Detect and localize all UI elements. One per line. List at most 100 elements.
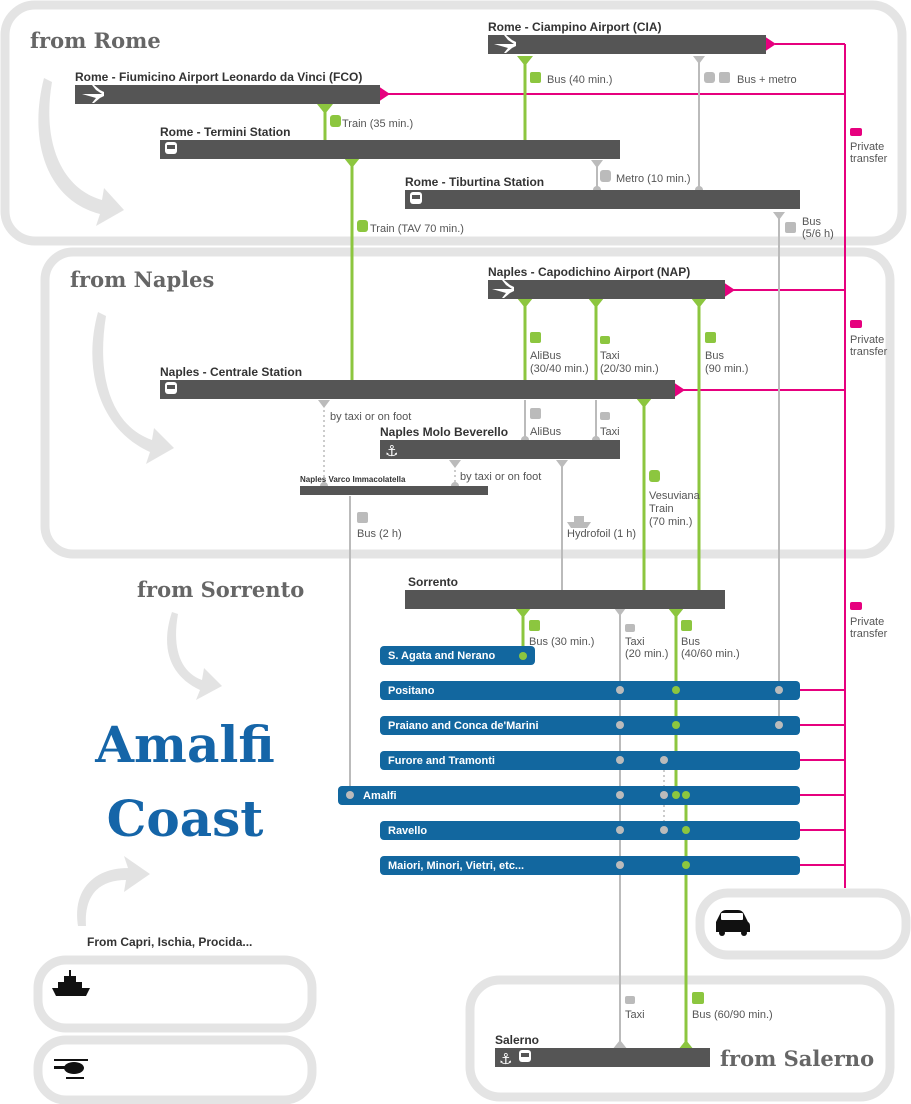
route-label-sor-bus2-1: Bus: [681, 636, 700, 648]
station-beverello-label: Naples Molo Beverello: [380, 425, 508, 439]
station-termini[interactable]: Rome - Termini Station: [160, 125, 620, 159]
station-sorrento[interactable]: Sorrento: [405, 575, 725, 609]
destination-label: Furore and Tramonti: [388, 755, 495, 767]
destination-ravello[interactable]: Ravello: [380, 821, 800, 840]
bus-icon: [785, 222, 796, 233]
helicopter-icon: [54, 1059, 88, 1079]
route-label-by-taxi-foot-2: by taxi or on foot: [460, 471, 541, 483]
route-label-alibus-1: AliBus: [530, 350, 562, 362]
helicopter-panel: [33, 1035, 317, 1104]
anchor-icon: ⚓: [499, 1050, 512, 1068]
bus-icon: [681, 620, 692, 631]
sorrento-region-title: from Sorrento: [137, 577, 304, 602]
route-label-sal-taxi: Taxi: [625, 1009, 645, 1021]
taxi-icon: [625, 624, 635, 632]
station-varco-label: Naples Varco Immacolatella: [300, 475, 406, 484]
route-label-taxi-short: Taxi: [600, 426, 620, 438]
destination-label: Ravello: [388, 825, 427, 837]
route-label-cia-metro: Bus + metro: [737, 74, 797, 86]
coast-title-line2: Coast: [107, 789, 264, 848]
bus-icon: [692, 992, 704, 1004]
station-fco[interactable]: Rome - Fiumicino Airport Leonardo da Vin…: [75, 70, 380, 104]
metro-icon: [704, 72, 715, 83]
taxi-icon: [625, 996, 635, 1004]
destination-maiori[interactable]: Maiori, Minori, Vietri, etc...: [380, 856, 800, 875]
route-label-vesu-2: Train: [649, 503, 674, 515]
route-label-taxi-2: (20/30 min.): [600, 363, 659, 375]
route-label-sor-taxi-1: Taxi: [625, 636, 645, 648]
sorrento-arrow-icon: [167, 612, 222, 700]
destination-positano[interactable]: Positano: [380, 681, 800, 700]
salerno-region-panel: [465, 975, 895, 1102]
route-label-fco-train: Train (35 min.): [342, 118, 413, 130]
route-label-tib-bus-1: Bus: [802, 216, 821, 228]
islands-label: From Capri, Ischia, Procida...: [87, 935, 252, 949]
ferry-panel: [33, 955, 317, 1033]
route-label-metro: Metro (10 min.): [616, 173, 691, 185]
station-fco-label: Rome - Fiumicino Airport Leonardo da Vin…: [75, 70, 362, 84]
destination-praiano[interactable]: Praiano and Conca de'Marini: [380, 716, 800, 735]
station-tiburtina[interactable]: Rome - Tiburtina Station: [405, 175, 800, 209]
bus-icon: [719, 72, 730, 83]
metro-icon: [600, 170, 611, 182]
station-sorrento-label: Sorrento: [408, 575, 458, 589]
islands-arrow-icon: [77, 856, 150, 926]
route-labels: Bus (40 min.) Bus + metro Train (35 min.…: [330, 72, 888, 1021]
bus-icon: [530, 408, 541, 419]
station-varco[interactable]: Naples Varco Immacolatella: [300, 475, 488, 495]
taxi-icon: [600, 412, 610, 420]
bus-icon: [705, 332, 716, 343]
route-label-nap-bus-2: (90 min.): [705, 363, 748, 375]
station-centrale-label: Naples - Centrale Station: [160, 365, 302, 379]
station-nap[interactable]: Naples - Capodichino Airport (NAP): [488, 265, 725, 299]
route-label-private-1: Private: [850, 141, 884, 153]
train-icon: [649, 470, 660, 482]
salerno-region-title: from Salerno: [720, 1046, 874, 1071]
station-centrale[interactable]: Naples - Centrale Station: [160, 365, 675, 399]
rome-region-title: from Rome: [30, 28, 161, 53]
destination-sagata[interactable]: S. Agata and Nerano: [380, 646, 535, 665]
route-label-taxi-1: Taxi: [600, 350, 620, 362]
rome-arrow-icon: [38, 78, 125, 226]
route-label-sor-bus2-2: (40/60 min.): [681, 648, 740, 660]
destination-label: S. Agata and Nerano: [388, 650, 495, 662]
station-tiburtina-label: Rome - Tiburtina Station: [405, 175, 544, 189]
naples-arrow-icon: [92, 312, 174, 464]
station-cia[interactable]: Rome - Ciampino Airport (CIA): [488, 20, 766, 54]
anchor-icon: ⚓: [385, 442, 398, 460]
route-label-varco-bus: Bus (2 h): [357, 528, 402, 540]
station-salerno-label: Salerno: [495, 1033, 539, 1047]
train-icon: [357, 220, 368, 232]
destination-amalfi[interactable]: Amalfi: [338, 786, 800, 805]
route-label-private-1: Private: [850, 616, 884, 628]
rome-region-panel: [0, 0, 907, 246]
route-label-alibus-short: AliBus: [530, 426, 562, 438]
bus-icon: [530, 332, 541, 343]
station-beverello[interactable]: ⚓ Naples Molo Beverello: [380, 425, 620, 460]
route-label-by-taxi-foot: by taxi or on foot: [330, 411, 411, 423]
naples-region-panel: [40, 247, 895, 559]
hydrofoil-icon: [567, 516, 591, 528]
route-label-tib-bus-2: (5/6 h): [802, 228, 834, 240]
station-nap-label: Naples - Capodichino Airport (NAP): [488, 265, 690, 279]
destination-label: Praiano and Conca de'Marini: [388, 720, 539, 732]
train-icon: [330, 115, 341, 127]
destination-furore[interactable]: Furore and Tramonti: [380, 751, 800, 770]
route-label-alibus-2: (30/40 min.): [530, 363, 589, 375]
destination-label: Amalfi: [363, 790, 397, 802]
bus-icon: [529, 620, 540, 631]
route-label-sal-bus: Bus (60/90 min.): [692, 1009, 773, 1021]
car-icon: [716, 910, 750, 936]
route-label-tav: Train (TAV 70 min.): [370, 223, 464, 235]
station-termini-label: Rome - Termini Station: [160, 125, 290, 139]
private-transfer-routes: [378, 36, 846, 888]
airplane-icon: [492, 280, 514, 298]
station-salerno[interactable]: ⚓ Salerno: [495, 1033, 710, 1068]
route-label-private-2: transfer: [850, 153, 888, 165]
route-label-vesu-1: Vesuviana: [649, 490, 701, 502]
route-label-private-2: transfer: [850, 346, 888, 358]
destination-list: S. Agata and Nerano Positano Praiano and…: [338, 646, 800, 875]
route-label-hydrofoil: Hydrofoil (1 h): [567, 528, 636, 540]
airplane-icon: [82, 85, 104, 103]
